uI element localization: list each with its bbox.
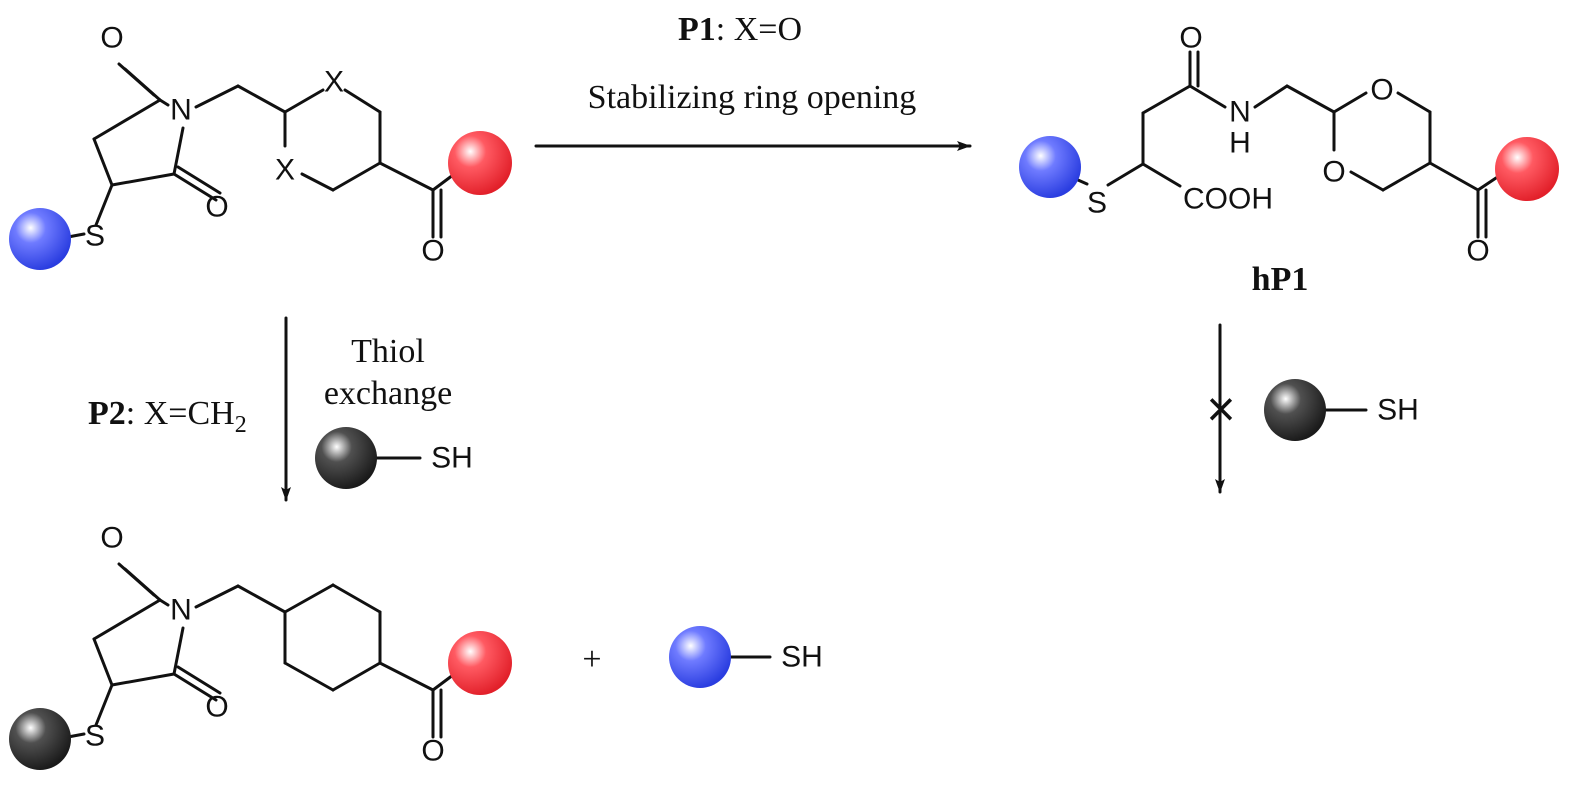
product-sulfur: S [1087, 187, 1107, 220]
exchanged-gray-sphere [9, 708, 71, 770]
blue-sphere [9, 208, 71, 270]
p1-label-bold: P1 [678, 11, 716, 48]
released-blue-sphere [669, 626, 731, 688]
dioxane-oxygen-bottom: O [1322, 156, 1345, 189]
carbonyl-oxygen-top: O [100, 22, 123, 55]
product-red-sphere [1495, 137, 1559, 201]
product-blue-sphere [1019, 136, 1081, 198]
exchanged-sulfur: S [85, 720, 105, 753]
blocked-exchange-arrow: × SH [1206, 323, 1419, 494]
ester-carbonyl-oxygen: O [421, 235, 444, 268]
dioxane-ring-bonds [236, 84, 455, 239]
amide-nitrogen: N [1229, 96, 1251, 129]
p1-condition: Stabilizing ring opening [588, 79, 917, 116]
imide-nitrogen: N [170, 94, 192, 127]
exchange-thiol-gray-sphere-left [315, 427, 377, 489]
p1-reaction-arrow: P1: X=O Stabilizing ring opening [534, 11, 972, 151]
dioxane-oxygen-top: O [1370, 74, 1393, 107]
exchanged-red-sphere [448, 631, 512, 695]
thioether-sulfur: S [85, 220, 105, 253]
p2-condition-line1: Thiol [351, 333, 425, 370]
exchange-thiol-gray-sphere-right [1264, 379, 1326, 441]
no-reaction-cross: × [1206, 381, 1235, 437]
amide-carbonyl-oxygen: O [1179, 22, 1202, 55]
exchanged-ester-oxygen: O [421, 735, 444, 768]
product-ester-oxygen: O [1466, 235, 1489, 268]
exchanged-carbonyl-oxygen-bottom: O [205, 691, 228, 724]
exchange-thiol-sh-right: SH [1377, 394, 1419, 427]
amide-hydrogen: H [1229, 127, 1251, 160]
p1-label-rest: : X=O [716, 11, 802, 48]
released-thiol-sh: SH [781, 641, 823, 674]
starting-material: O N O S X X O [9, 22, 512, 270]
ring-opened-product: O N H O O S COOH O hP1 [1019, 22, 1559, 298]
succinimide-ring-bonds [92, 62, 240, 227]
p2-label-subscript: 2 [235, 412, 247, 438]
p2-label: P2: X=CH2 [88, 395, 247, 438]
p2-condition-line2: exchange [324, 375, 452, 412]
exchanged-imide-nitrogen: N [170, 594, 192, 627]
plus-sign: + [582, 641, 601, 678]
carboxylic-acid: COOH [1183, 183, 1273, 216]
product-label: hP1 [1252, 261, 1309, 298]
ring-atom-x-top: X [324, 66, 344, 99]
p2-label-bold: P2 [88, 395, 126, 432]
exchange-thiol-sh-left: SH [431, 442, 473, 475]
p2-reaction-arrow: Thiol exchange P2: X=CH2 SH [88, 316, 473, 502]
exchanged-carbonyl-oxygen-top: O [100, 522, 123, 555]
exchanged-product: O N O S O [9, 522, 512, 770]
released-thiol: SH [669, 626, 823, 688]
ring-atom-x-bottom: X [275, 154, 295, 187]
red-sphere [448, 131, 512, 195]
p2-label-rest: : X=CH [126, 395, 235, 432]
p1-label: P1: X=O [678, 11, 802, 48]
carbonyl-oxygen-bottom: O [205, 191, 228, 224]
